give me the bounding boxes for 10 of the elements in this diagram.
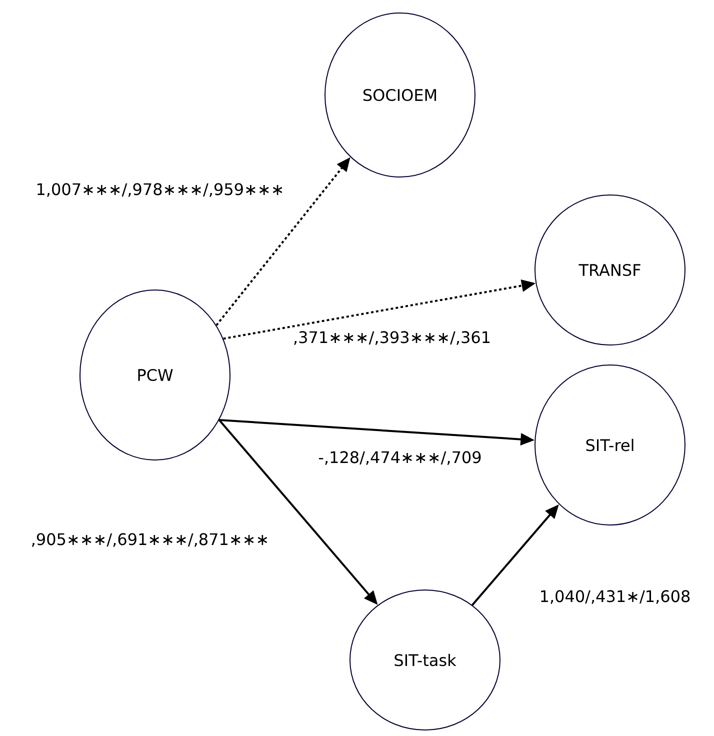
ellipse-node: SIT-task <box>350 590 500 730</box>
ellipse-node: TRANSF <box>534 194 686 346</box>
edge-label: -,128/,474∗∗∗/,709 <box>317 450 483 466</box>
edge-label: 1,040/,431∗/1,608 <box>538 589 692 605</box>
ellipse-node: SOCIOEM <box>324 12 476 178</box>
edge-label: ,905∗∗∗/,691∗∗∗/,871∗∗∗ <box>30 532 270 548</box>
edge-label: 1,007∗∗∗/,978∗∗∗/,959∗∗∗ <box>34 182 286 198</box>
ellipse-node: PCW <box>80 290 230 460</box>
edge-label: ,371∗∗∗/,393∗∗∗/,361 <box>292 330 492 346</box>
ellipse-node: SIT-rel <box>534 364 686 526</box>
